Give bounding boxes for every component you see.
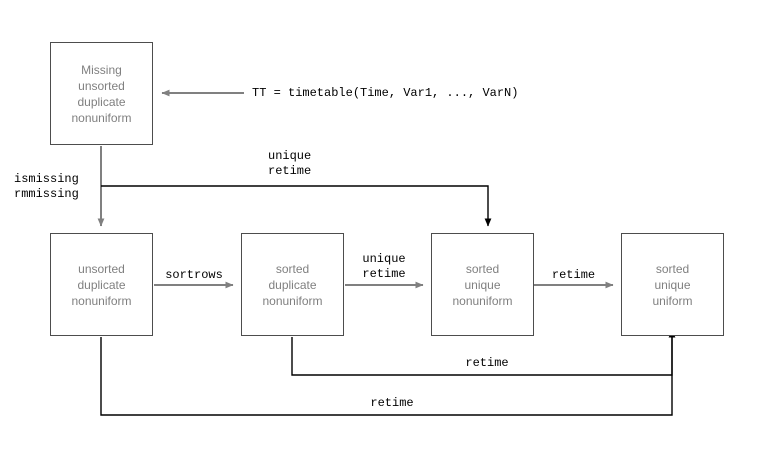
edge-label-retime-main: retime — [551, 268, 596, 282]
edge-label-ismissing-rmmissing: ismissing rmmissing — [14, 172, 79, 201]
node-sorted-unique-uniform-label: sorted unique uniform — [652, 261, 693, 308]
edge-label-unique-retime-mid: unique retime — [362, 252, 406, 281]
node-sorted-unique-nonuniform-label: sorted unique nonuniform — [452, 261, 513, 308]
edge-retime-feedback-lower — [100, 330, 673, 416]
edge-label-unique-retime-top: unique retime — [268, 149, 312, 178]
node-missing[interactable]: Missing unsorted duplicate nonuniform — [50, 42, 153, 145]
edge-label-constructor: TT = timetable(Time, Var1, ..., VarN) — [252, 86, 519, 100]
node-sorted-duplicate[interactable]: sorted duplicate nonuniform — [241, 233, 344, 336]
node-unsorted[interactable]: unsorted duplicate nonuniform — [50, 233, 153, 336]
node-sorted-unique-uniform[interactable]: sorted unique uniform — [621, 233, 724, 336]
node-unsorted-label: unsorted duplicate nonuniform — [71, 261, 132, 308]
edge-label-retime-feedback-upper: retime — [465, 356, 509, 370]
edge-label-retime-feedback-lower: retime — [370, 396, 414, 410]
node-missing-label: Missing unsorted duplicate nonuniform — [71, 62, 132, 125]
node-sorted-unique-nonuniform[interactable]: sorted unique nonuniform — [431, 233, 534, 336]
edge-unique-retime-top — [101, 185, 492, 227]
edge-label-sortrows: sortrows — [165, 268, 223, 282]
node-sorted-duplicate-label: sorted duplicate nonuniform — [262, 261, 323, 308]
